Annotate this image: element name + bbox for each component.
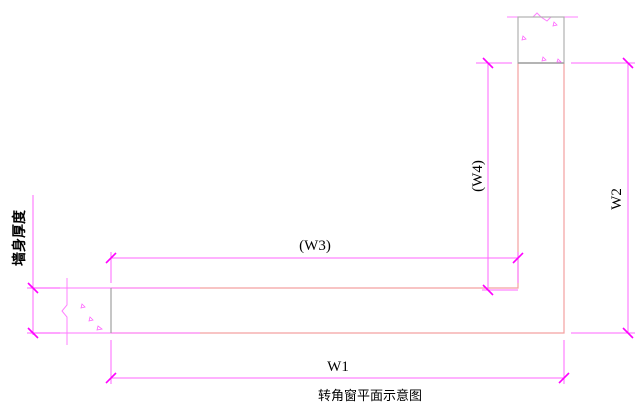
wall-thickness-label: 墙身厚度 <box>11 209 28 266</box>
dimension-ticks <box>27 57 634 384</box>
wall-outline <box>111 63 565 334</box>
left-concrete-block <box>61 278 112 345</box>
w3-label: (W3) <box>299 238 331 254</box>
w2-label: W2 <box>609 188 625 210</box>
wall-left-segments <box>30 287 200 334</box>
diagram-title: 转角窗平面示意图 <box>318 388 422 404</box>
w4-label: (W4) <box>470 160 486 192</box>
w1-label: W1 <box>327 359 349 375</box>
top-concrete-block <box>476 12 635 64</box>
dimension-lines <box>27 63 635 384</box>
